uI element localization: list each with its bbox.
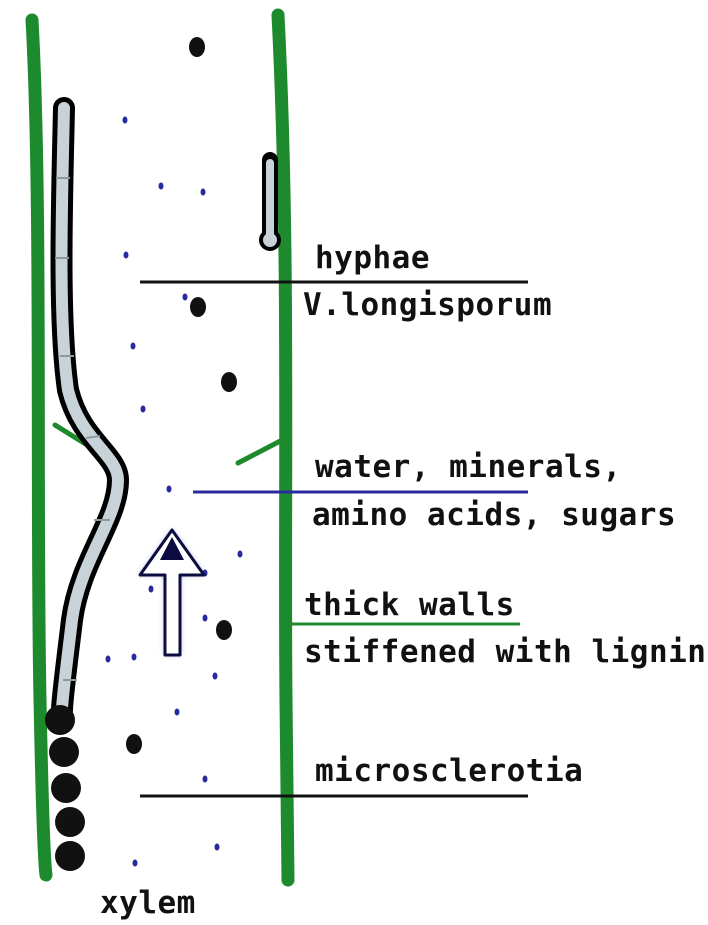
label-walls-line1: thick walls	[304, 590, 515, 621]
microsclerotia-chain	[45, 705, 85, 871]
label-xylem: xylem	[100, 888, 196, 919]
label-microsclerotia: microsclerotia	[315, 756, 583, 787]
xylem-wall-left	[32, 20, 46, 875]
up-arrow-icon	[140, 530, 204, 655]
label-walls-line2: stiffened with lignin	[304, 637, 706, 668]
label-hyphae: hyphae	[315, 243, 430, 274]
label-water-line1: water, minerals,	[315, 452, 622, 483]
label-water-line2: amino acids, sugars	[312, 500, 676, 531]
xylem-wall-right	[278, 15, 288, 880]
hypha-short	[259, 160, 281, 251]
hypha-long	[55, 108, 118, 710]
label-species: V.longisporum	[303, 290, 552, 321]
